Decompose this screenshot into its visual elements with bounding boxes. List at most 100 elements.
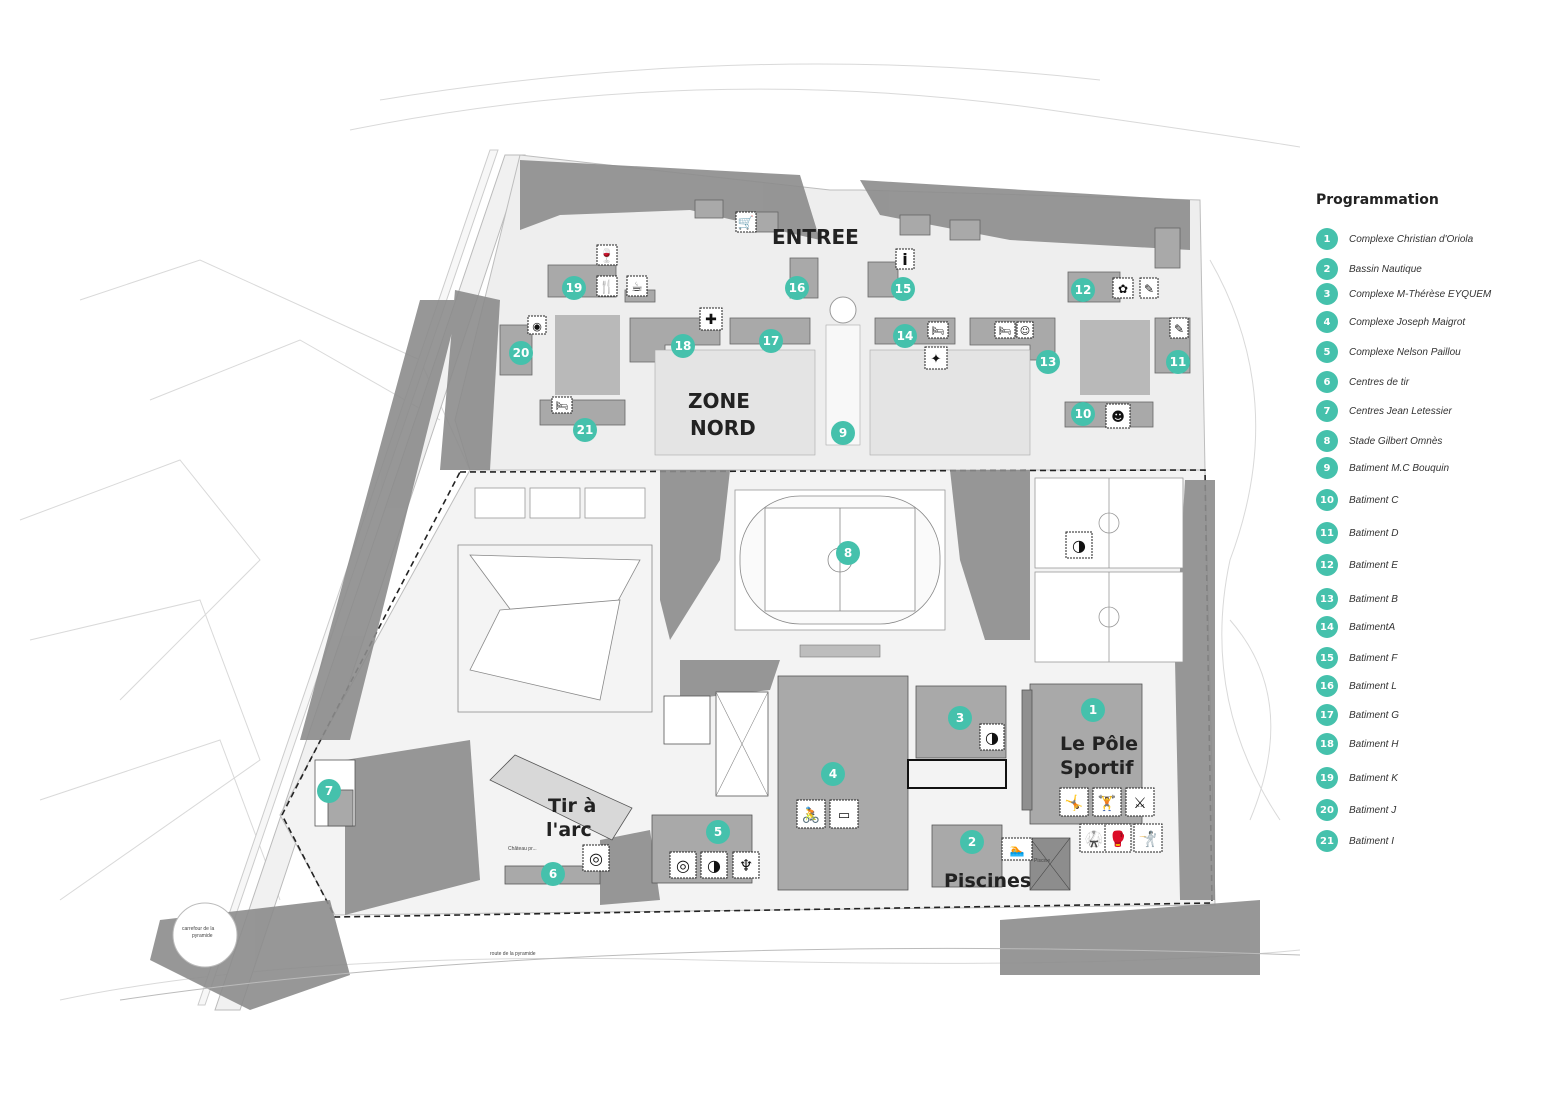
map-marker[interactable]: 3 <box>948 706 972 730</box>
map-marker[interactable]: 19 <box>562 276 586 300</box>
legend-number-badge: 4 <box>1316 311 1338 333</box>
piscines-label: Piscines <box>944 870 1031 892</box>
legend-item-label: Batiment H <box>1349 738 1399 750</box>
svg-text:15: 15 <box>895 282 912 296</box>
svg-text:10: 10 <box>1075 407 1092 421</box>
legend-item-label: Batiment L <box>1349 680 1397 692</box>
svg-text:🥊: 🥊 <box>1109 830 1128 848</box>
legend-number-badge: 3 <box>1316 283 1338 305</box>
map-marker[interactable]: 13 <box>1036 350 1060 374</box>
legend-number-badge: 14 <box>1316 616 1338 638</box>
medical-icon: ☻ <box>1105 403 1131 429</box>
tir-a-larc-label-2: l'arc <box>546 819 592 841</box>
svg-text:🏋: 🏋 <box>1098 794 1117 812</box>
svg-text:☻: ☻ <box>1111 410 1125 425</box>
legend-number-badge: 21 <box>1316 830 1338 852</box>
legend-item-label: Batiment M.C Bouquin <box>1349 462 1450 474</box>
map-marker[interactable]: 11 <box>1166 350 1190 374</box>
map-markers: 1 2 3 4 5 6 7 8 9 10 11 12 13 14 15 16 1… <box>317 276 1190 886</box>
legend-item-label: Centres de tir <box>1349 376 1410 388</box>
tennis-ball-icon: ◑ <box>700 851 728 879</box>
entree-label: ENTREE <box>772 225 859 249</box>
zone-nord-plaza-west <box>654 349 816 456</box>
map-marker[interactable]: 8 <box>836 541 860 565</box>
zone-nord-label-2: NORD <box>690 416 756 440</box>
map-marker[interactable]: 5 <box>706 820 730 844</box>
legend-item-label: Complexe Joseph Maigrot <box>1349 316 1466 328</box>
map-marker[interactable]: 9 <box>831 421 855 445</box>
legend-item-label: Batiment G <box>1349 709 1400 721</box>
svg-text:🛒: 🛒 <box>738 215 754 231</box>
legend-number-badge: 7 <box>1316 400 1338 422</box>
legend-item: 17 Batiment G <box>1316 704 1399 726</box>
svg-text:◑: ◑ <box>985 728 999 747</box>
pictograms: 🛒 i 🍷 🍴 ☕ ✚ 🛏 🛏 ☺ 🛏 ✦ ✿ ✎ ✎ ◉ ☻ ◑ ◑ 🚴 ▭ … <box>527 211 1189 879</box>
svg-text:13: 13 <box>1040 355 1057 369</box>
legend-item-label: Batiment C <box>1349 494 1399 506</box>
pole-sportif-label-2: Sportif <box>1060 757 1134 779</box>
archery-target-icon: ◎ <box>582 844 610 872</box>
map-marker[interactable]: 2 <box>960 830 984 854</box>
site-boundary <box>281 469 1213 918</box>
legend-number-badge: 17 <box>1316 704 1338 726</box>
legend-item: 14 BatimentA <box>1316 616 1395 638</box>
svg-text:🤸: 🤸 <box>1065 794 1084 812</box>
svg-text:8: 8 <box>844 546 852 560</box>
map-marker[interactable]: 14 <box>893 324 917 348</box>
svg-text:🛏: 🛏 <box>556 401 569 412</box>
map-marker[interactable]: 16 <box>785 276 809 300</box>
central-alley <box>825 324 861 446</box>
bed-icon: 🛏 <box>994 321 1016 339</box>
svg-text:i: i <box>902 250 907 269</box>
svg-text:14: 14 <box>897 329 914 343</box>
map-marker[interactable]: 1 <box>1081 698 1105 722</box>
svg-text:6: 6 <box>549 867 557 881</box>
map-marker[interactable]: 12 <box>1071 278 1095 302</box>
map-marker[interactable]: 15 <box>891 277 915 301</box>
map-marker[interactable]: 10 <box>1071 402 1095 426</box>
svg-text:🛏: 🛏 <box>999 326 1012 337</box>
tennis-ball-icon: ◑ <box>979 723 1005 751</box>
pole-sportif-label-1: Le Pôle <box>1060 733 1138 755</box>
svg-text:◎: ◎ <box>589 849 603 868</box>
map-marker[interactable]: 7 <box>317 779 341 803</box>
legend-item: 4 Complexe Joseph Maigrot <box>1316 311 1465 333</box>
svg-text:✦: ✦ <box>931 352 942 367</box>
map-marker[interactable]: 21 <box>573 418 597 442</box>
zone-nord-plaza-east <box>869 349 1031 456</box>
svg-text:16: 16 <box>789 281 806 295</box>
legend-number-badge: 16 <box>1316 675 1338 697</box>
map-marker[interactable]: 4 <box>821 762 845 786</box>
svg-text:🍷: 🍷 <box>599 248 615 264</box>
legend-item-label: Complexe Christian d'Oriola <box>1349 233 1474 245</box>
legend-item-label: Stade Gilbert Omnès <box>1349 435 1443 447</box>
map-marker[interactable]: 20 <box>509 341 533 365</box>
legend-item-label: Batiment E <box>1349 559 1398 571</box>
medical-icon: ✿ <box>1112 277 1134 299</box>
svg-text:2: 2 <box>968 835 976 849</box>
map-marker[interactable]: 6 <box>541 862 565 886</box>
boxing-icon: 🥊 <box>1104 823 1132 853</box>
svg-text:17: 17 <box>763 334 780 348</box>
info-icon: i <box>895 248 915 270</box>
legend-number-badge: 19 <box>1316 767 1338 789</box>
boxing-icon: ⚔ <box>1125 787 1155 817</box>
map-marker[interactable]: 18 <box>671 334 695 358</box>
svg-text:18: 18 <box>675 339 692 353</box>
svg-text:20: 20 <box>513 346 530 360</box>
legend-item-label: BatimentA <box>1349 621 1396 633</box>
svg-text:19: 19 <box>566 281 583 295</box>
tree-clusters <box>150 160 1260 1010</box>
svg-text:🤺: 🤺 <box>1139 830 1158 848</box>
svg-text:9: 9 <box>839 426 847 440</box>
map-marker[interactable]: 17 <box>759 329 783 353</box>
